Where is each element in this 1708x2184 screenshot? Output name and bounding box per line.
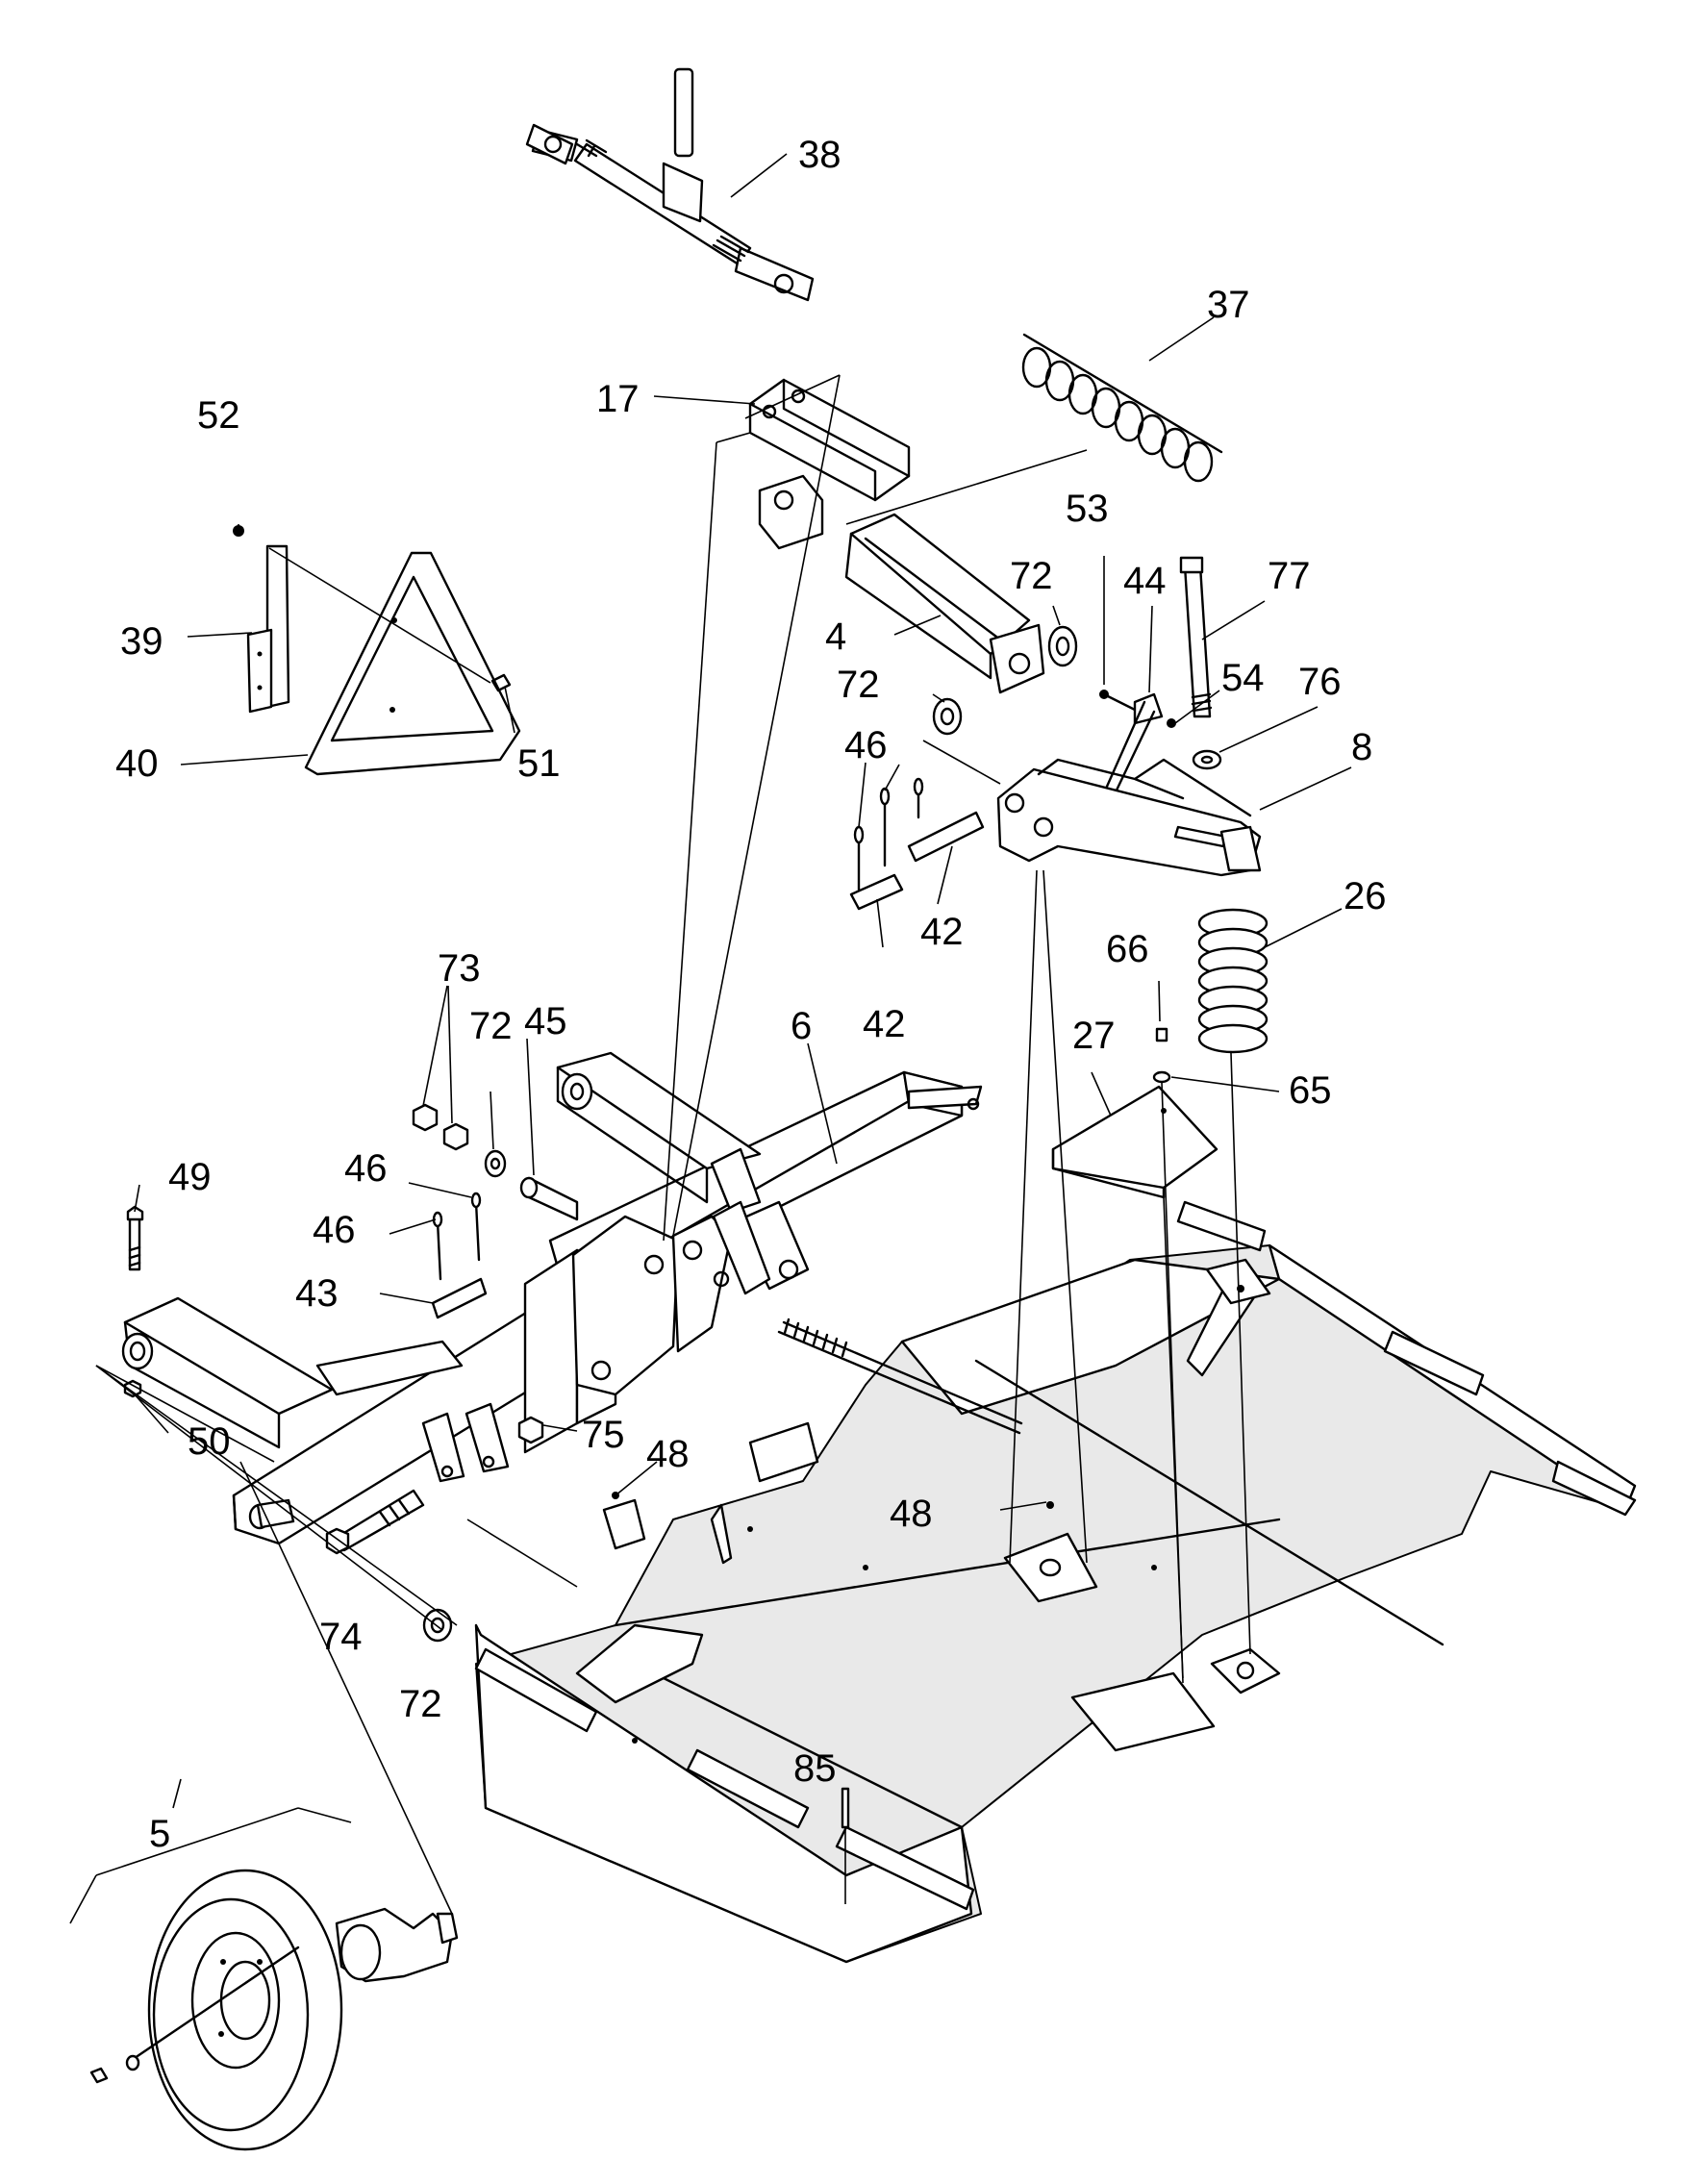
bushing-45-nuts-73 <box>412 1103 579 1221</box>
callout-54: 54 <box>1221 657 1265 699</box>
mower-deck <box>474 1200 1637 1964</box>
left-axle-tube <box>121 1296 464 1449</box>
callout-50: 50 <box>188 1420 231 1463</box>
callout-48-b: 48 <box>890 1493 933 1535</box>
pin-85 <box>841 1787 850 1904</box>
callout-65: 65 <box>1289 1069 1332 1112</box>
callout-51: 51 <box>517 742 561 785</box>
callout-46-a: 46 <box>844 724 888 766</box>
callout-74: 74 <box>319 1616 363 1658</box>
callout-46-c: 46 <box>313 1209 356 1251</box>
callout-52: 52 <box>197 394 240 437</box>
callout-46-b: 46 <box>344 1147 388 1190</box>
bolt-74-nut-75 <box>325 1416 544 1555</box>
callout-66: 66 <box>1106 928 1149 970</box>
leader-lines <box>69 153 1352 1924</box>
callout-26: 26 <box>1344 875 1387 917</box>
callout-73: 73 <box>438 947 481 990</box>
callout-17: 17 <box>596 378 640 420</box>
pins-42-46 <box>849 740 1001 911</box>
callout-76: 76 <box>1298 661 1342 703</box>
callout-5: 5 <box>149 1813 170 1855</box>
spring-26 <box>1197 908 1268 1054</box>
callout-labels: 38 37 17 52 39 40 51 4 72 72 53 44 77 54… <box>115 134 1387 1855</box>
coil-spring-37 <box>845 333 1223 525</box>
cover-plate-27 <box>1051 1085 1218 1199</box>
callout-53: 53 <box>1066 488 1109 530</box>
callout-38: 38 <box>798 134 841 176</box>
callout-43: 43 <box>295 1272 339 1315</box>
callout-45: 45 <box>524 1000 567 1042</box>
callout-48-a: 48 <box>646 1433 690 1475</box>
threaded-rod <box>777 1318 1023 1435</box>
wheel-assembly-5 <box>89 1869 459 2151</box>
callout-27: 27 <box>1072 1015 1116 1057</box>
callout-85: 85 <box>793 1747 837 1790</box>
frame-gusset-plates <box>571 1200 810 1396</box>
lift-arm-8 <box>996 758 1262 877</box>
callout-44: 44 <box>1123 560 1167 602</box>
callout-72-d: 72 <box>399 1683 442 1725</box>
bolt-49-nut-50 <box>123 1205 144 1398</box>
callout-72-a: 72 <box>1010 555 1053 597</box>
pin-48-left <box>602 1492 733 1565</box>
bolt-66-nut-65 <box>1152 1027 1171 1084</box>
callout-42-b: 42 <box>863 1003 906 1045</box>
callout-42-a: 42 <box>920 911 964 953</box>
callout-40: 40 <box>115 742 159 785</box>
callout-8: 8 <box>1351 726 1372 768</box>
washer-72-upper-left <box>932 697 963 736</box>
callout-4: 4 <box>825 615 846 658</box>
rear-axle-tube-upper <box>556 1051 762 1214</box>
link-tube-4 <box>844 513 1045 694</box>
hitch-bracket-17 <box>748 378 911 550</box>
callout-37: 37 <box>1207 284 1250 326</box>
callout-49: 49 <box>168 1156 212 1198</box>
top-link-assembly <box>525 67 815 302</box>
callout-75: 75 <box>582 1414 625 1456</box>
lower-front-clevis <box>421 1402 510 1483</box>
callout-6: 6 <box>791 1005 812 1047</box>
callout-39: 39 <box>120 620 163 663</box>
washer-72-upper-right <box>1047 625 1078 667</box>
pin-43-46 <box>431 1192 488 1319</box>
smv-sign-assembly <box>233 525 521 776</box>
callout-77: 77 <box>1268 555 1311 597</box>
adjusting-rod-77 <box>1179 556 1222 770</box>
deck-clevis-right <box>1003 1501 1098 1603</box>
callout-72-b: 72 <box>837 664 880 706</box>
washer-72-lower <box>422 1608 453 1643</box>
callout-72-c: 72 <box>469 1005 513 1047</box>
